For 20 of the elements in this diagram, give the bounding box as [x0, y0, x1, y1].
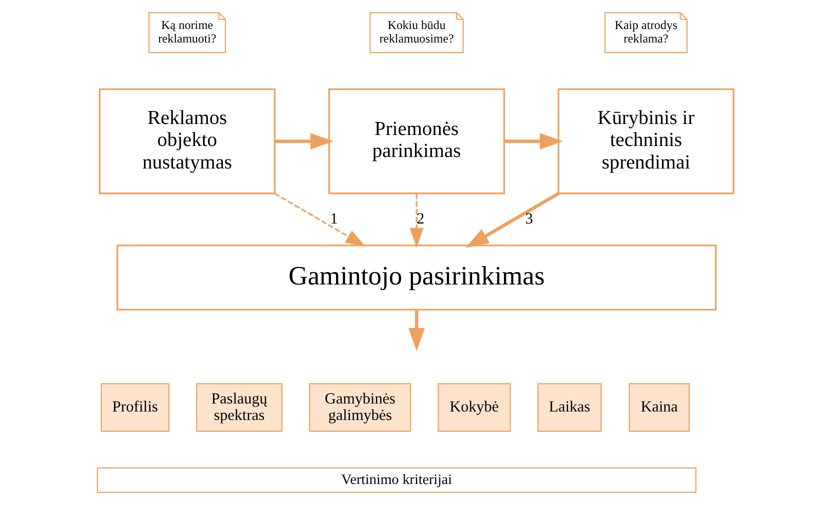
- arrow: [410, 193, 424, 248]
- arrow: [466, 192, 560, 248]
- edge-label: 2: [416, 210, 424, 228]
- node-box: Priemonės parinkimas: [328, 88, 505, 194]
- node-box: Paslaugų spektras: [196, 383, 282, 432]
- node-box: Kaina: [628, 383, 690, 432]
- arrow: [408, 310, 425, 352]
- node-box: Gamybinės galimybės: [309, 383, 412, 432]
- node-box: Reklamos objekto nustatymas: [98, 88, 276, 194]
- node-box: Vertinimo kriterijai: [96, 467, 696, 493]
- node-box: Kokybė: [438, 383, 511, 432]
- edge-label: 3: [525, 210, 533, 228]
- arrow: [274, 192, 366, 247]
- arrow: [275, 133, 334, 150]
- node-box: Profilis: [100, 383, 170, 432]
- node-box: Laikas: [537, 383, 602, 432]
- arrow: [504, 133, 564, 150]
- edge-label: 1: [330, 210, 338, 228]
- node-box: Kūrybinis ir techninis sprendimai: [558, 88, 734, 194]
- node-box: Gamintojo pasirinkimas: [116, 244, 717, 311]
